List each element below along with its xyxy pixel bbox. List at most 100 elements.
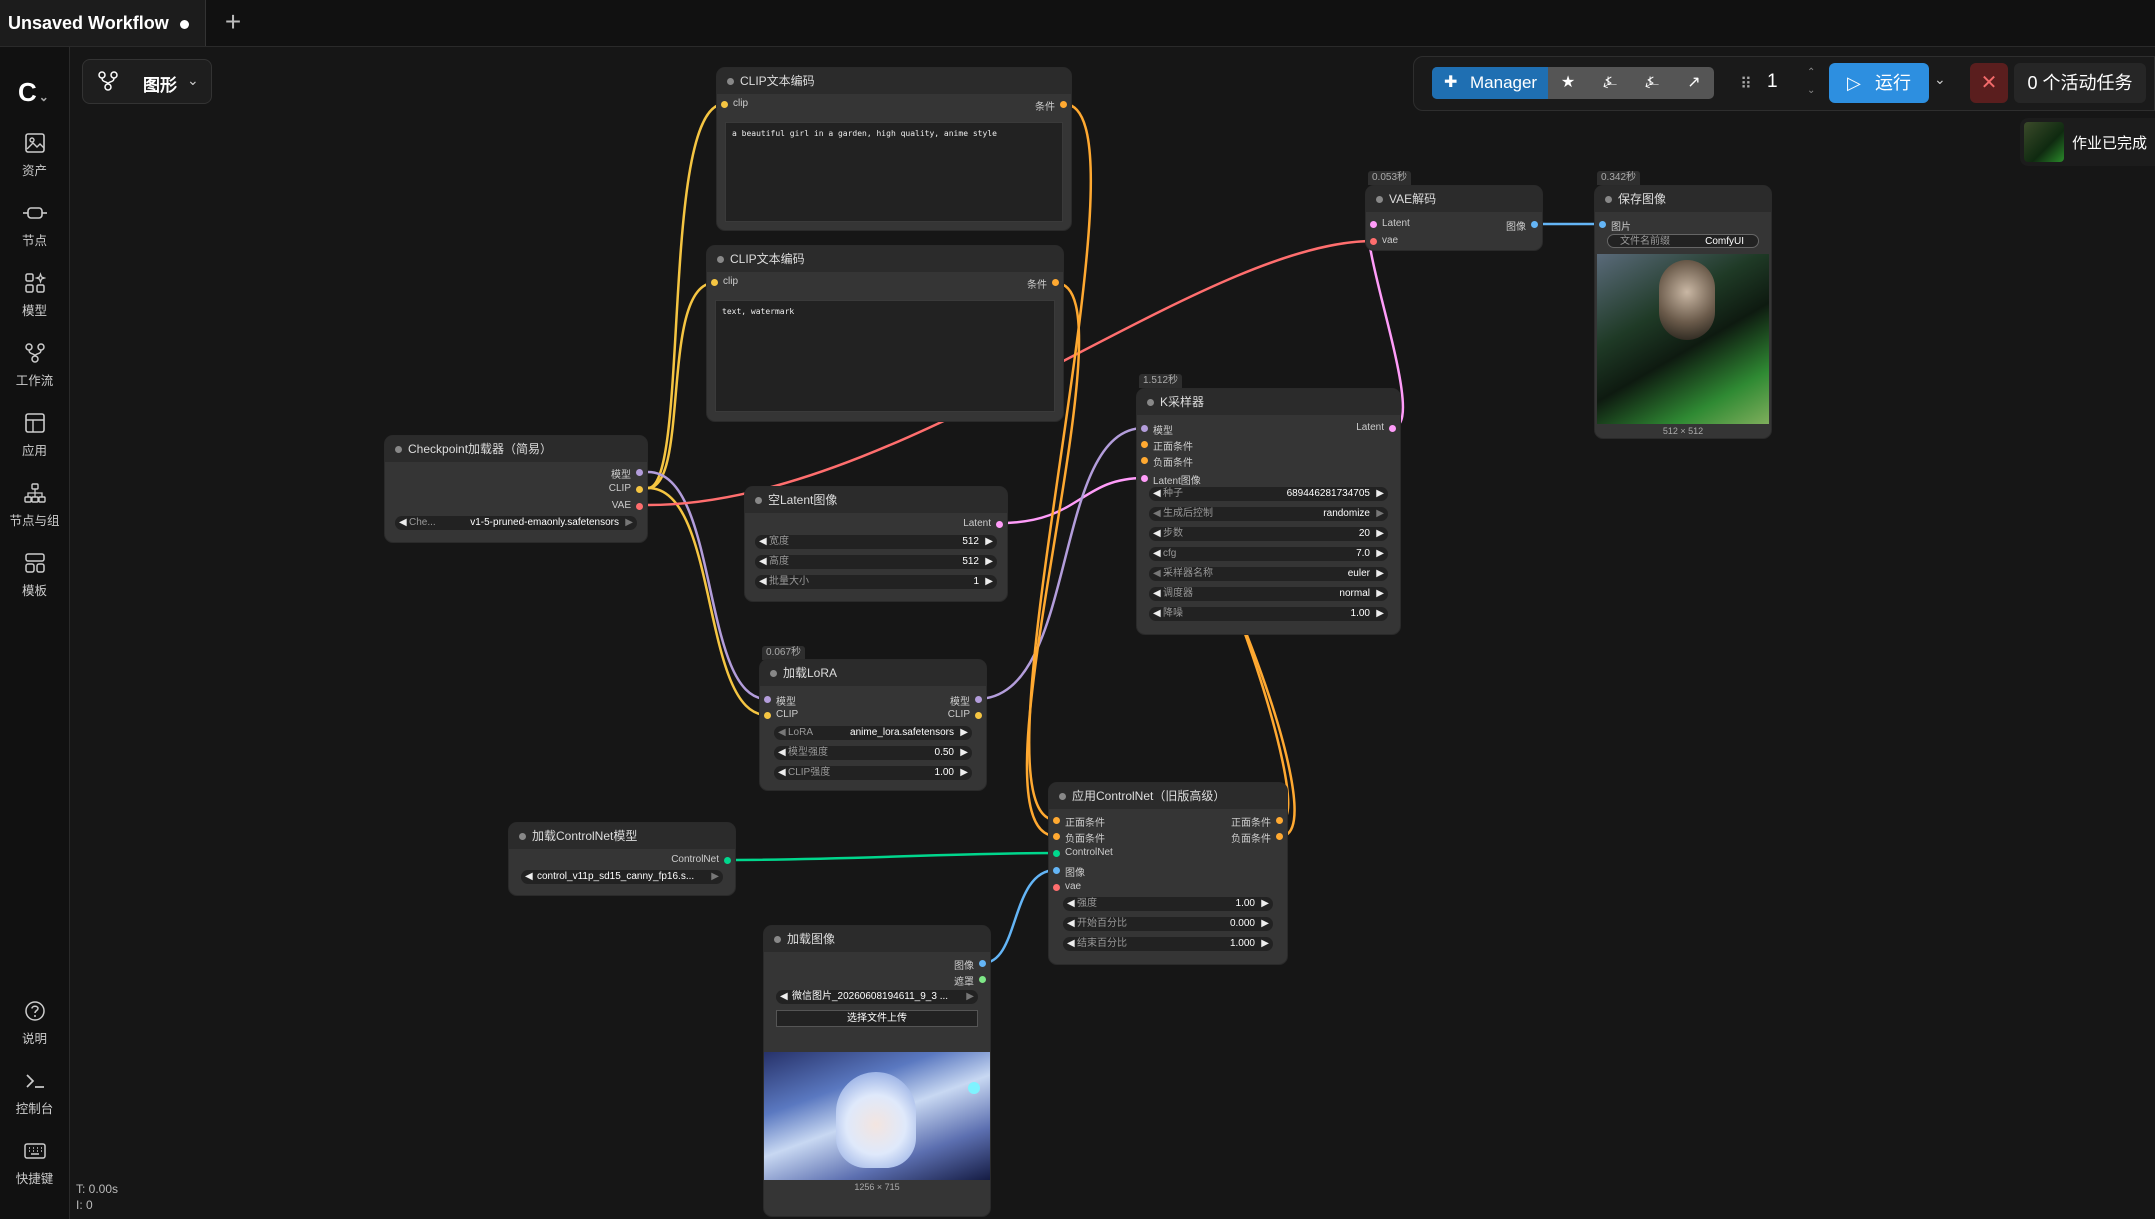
job-complete-toast[interactable]: 作业已完成 [2020,118,2155,166]
input-port-image[interactable] [1053,867,1060,874]
star-icon[interactable]: ★ [1560,74,1576,91]
node-load-image[interactable]: 加载图像 图像 遮罩 ◀微信图片_20260608194611_9_3 ...▶… [764,926,990,1216]
output-port-latent[interactable] [996,521,1003,528]
comfy-logo-icon[interactable]: C⌄ [18,77,49,107]
output-port-image[interactable] [979,960,986,967]
node-title[interactable]: 加载LoRA [760,660,986,686]
active-tasks-button[interactable]: 0 个活动任务 [2014,63,2146,103]
increment-icon[interactable]: ⌃ [1807,67,1816,78]
sidebar-item-apps[interactable]: 应用 [0,412,69,476]
node-apply-controlnet[interactable]: 应用ControlNet（旧版高级） 正面条件 负面条件 ControlNet … [1049,783,1287,964]
input-port-image[interactable] [1599,221,1606,228]
sidebar-item-templates[interactable]: 模板 [0,552,69,616]
node-title[interactable]: CLIP文本编码 [707,246,1063,272]
run-button[interactable]: ▷ 运行 [1829,63,1929,103]
sidebar-item-shortcuts[interactable]: 快捷键 [0,1140,69,1204]
input-port-controlnet[interactable] [1053,850,1060,857]
input-port-clip[interactable] [711,279,718,286]
sidebar-item-models[interactable]: 模型 [0,272,69,336]
output-port-conditioning[interactable] [1060,101,1067,108]
drag-handle-icon[interactable]: ⠿ [1740,76,1752,93]
node-load-controlnet-model[interactable]: 加载ControlNet模型 ControlNet ◀control_v11p_… [509,823,735,895]
output-port-clip[interactable] [975,712,982,719]
input-port-positive[interactable] [1053,817,1060,824]
node-clip-text-encode-positive[interactable]: CLIP文本编码 clip 条件 a beautiful girl in a g… [717,68,1071,230]
prompt-textarea[interactable]: a beautiful girl in a garden, high quali… [725,122,1063,222]
node-title[interactable]: K采样器 [1137,389,1400,415]
fork-icon[interactable]: ⍼ [1603,74,1617,91]
sidebar-item-nodes[interactable]: 节点 [0,202,69,266]
node-title[interactable]: 保存图像 [1595,186,1771,212]
node-title[interactable]: 加载ControlNet模型 [509,823,735,849]
node-title[interactable]: Checkpoint加载器（简易） [385,436,647,462]
sidebar-item-node-groups[interactable]: 节点与组 [0,482,69,546]
output-port-mask[interactable] [979,976,986,983]
input-port-positive[interactable] [1141,441,1148,448]
node-title[interactable]: 应用ControlNet（旧版高级） [1049,783,1287,809]
output-port-latent[interactable] [1389,425,1396,432]
prompt-textarea[interactable]: text, watermark [715,300,1055,412]
input-port-latent[interactable] [1370,221,1377,228]
decrement-icon[interactable]: ⌄ [1807,85,1816,96]
node-title[interactable]: CLIP文本编码 [717,68,1071,94]
node-title[interactable]: VAE解码 [1366,186,1542,212]
queue-count-stepper[interactable]: 1 ⌃ ⌄ [1757,65,1827,101]
output-port-positive[interactable] [1276,817,1283,824]
tab-unsaved-workflow[interactable]: Unsaved Workflow [0,0,206,46]
input-port-model[interactable] [764,696,771,703]
manager-button[interactable]: ✚ Manager [1432,67,1548,99]
output-port-vae[interactable] [636,503,643,510]
input-port-clip[interactable] [764,712,771,719]
node-title[interactable]: 加载图像 [764,926,990,952]
output-port-model[interactable] [636,469,643,476]
node-clip-text-encode-negative[interactable]: CLIP文本编码 clip 条件 text, watermark [707,246,1063,421]
graph-mode-button[interactable]: 图形 ⌄ [82,59,212,104]
input-port-latent[interactable] [1141,475,1148,482]
sidebar-item-help[interactable]: 说明 [0,1000,69,1064]
share-icon[interactable]: ↗ [1687,74,1701,91]
node-title[interactable]: 空Latent图像 [745,487,1007,513]
input-port-vae[interactable] [1053,884,1060,891]
sidebar-item-assets[interactable]: 资产 [0,132,69,196]
output-port-negative[interactable] [1276,833,1283,840]
cancel-run-button[interactable]: ✕ [1970,63,2008,103]
sidebar-item-workflows[interactable]: 工作流 [0,342,69,406]
add-tab-button[interactable]: + [224,6,242,37]
input-port-vae[interactable] [1370,238,1377,245]
input-port-negative[interactable] [1053,833,1060,840]
input-port-model[interactable] [1141,425,1148,432]
output-port-controlnet[interactable] [724,857,731,864]
output-port-image[interactable] [1531,221,1538,228]
input-port-negative[interactable] [1141,457,1148,464]
node-vae-decode[interactable]: VAE解码 Latent vae 图像 [1366,186,1542,250]
sidebar-item-console[interactable]: 控制台 [0,1070,69,1134]
image-file-select[interactable]: ◀微信图片_20260608194611_9_3 ...▶ [776,990,978,1004]
controlnet-name-select[interactable]: ◀control_v11p_sd15_canny_fp16.s...▶ [521,870,723,884]
ckpt-name-select[interactable]: ◀Che...v1-5-pruned-emaonly.safetensors▶ [395,516,637,530]
output-port-conditioning[interactable] [1052,279,1059,286]
run-options-chevron-icon[interactable]: ⌄ [1934,71,1946,87]
output-port-clip[interactable] [636,486,643,493]
node-checkpoint-loader[interactable]: Checkpoint加载器（简易） 模型 CLIP VAE ◀Che...v1-… [385,436,647,542]
